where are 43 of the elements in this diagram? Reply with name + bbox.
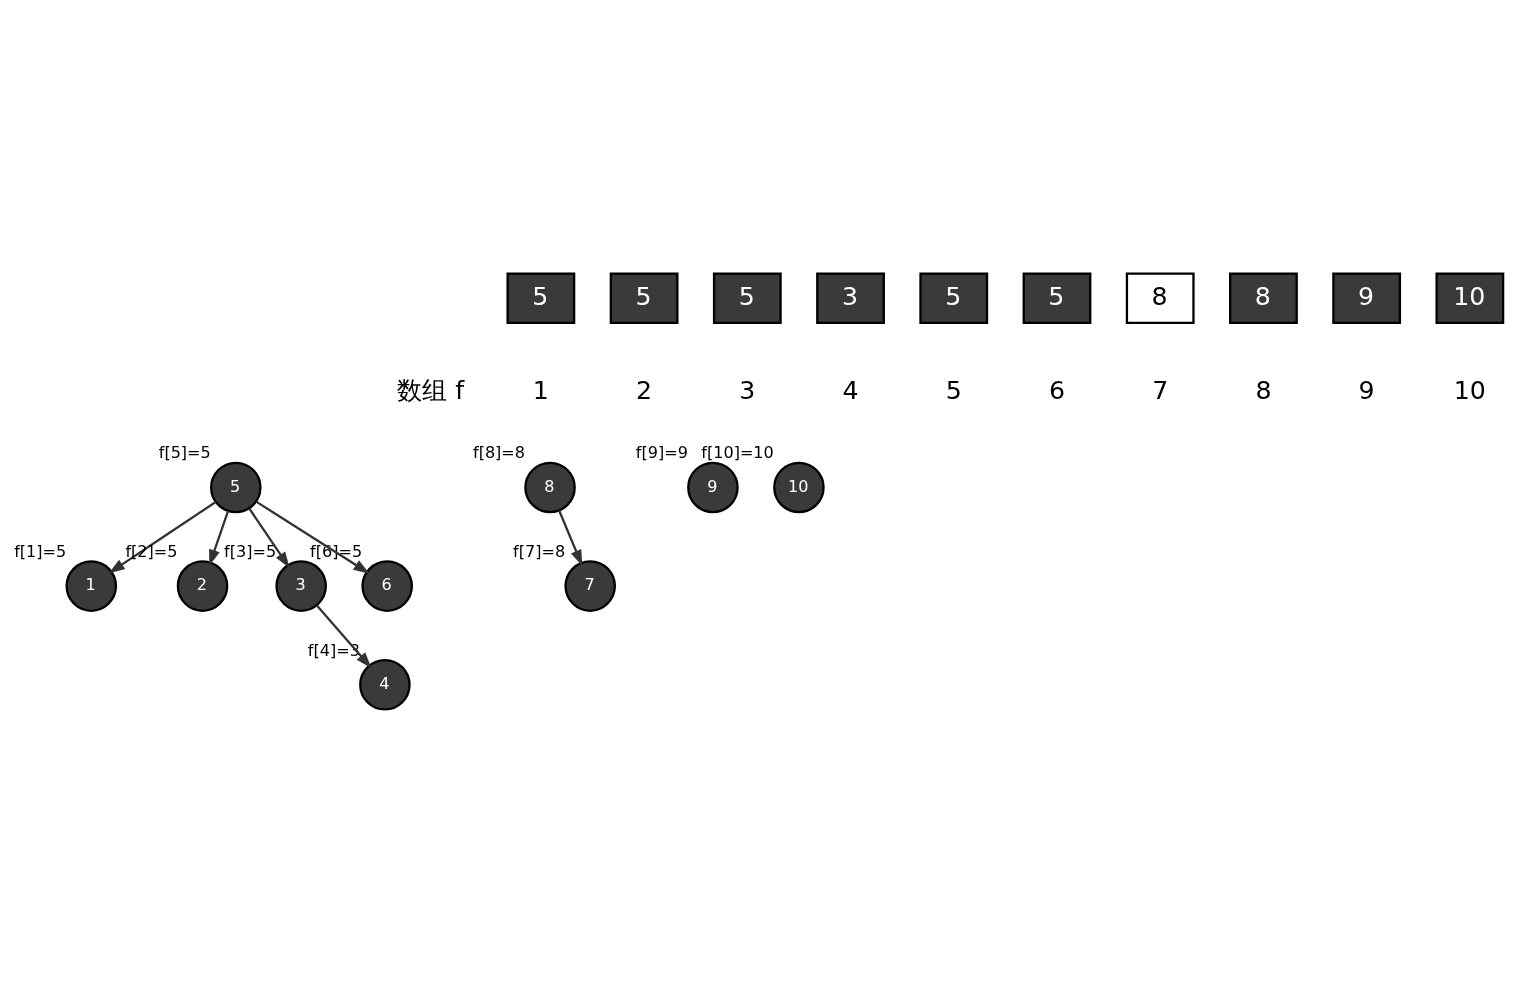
label: 4 (842, 375, 859, 405)
node-label: f[9]=9 (635, 442, 688, 462)
node-box: 8 (1229, 271, 1298, 324)
node-box: 9 (1332, 271, 1402, 324)
label: 7 (1152, 375, 1169, 405)
arrow (558, 509, 583, 566)
node-box: 5 (609, 271, 679, 324)
label: 1 (532, 375, 549, 405)
label: 数组 f (397, 375, 465, 405)
node-circle: 2 (176, 559, 229, 612)
node-box: 3 (816, 271, 885, 324)
node-circle: 8 (524, 461, 576, 513)
node-label: f[8]=8 (472, 442, 526, 462)
node-label: f[7]=8 (513, 541, 566, 561)
node-circle: 4 (359, 658, 411, 711)
node-box: 5 (712, 271, 782, 324)
node-label: f[10]=10 (701, 442, 774, 462)
node-circle: 1 (65, 559, 118, 612)
node-circle: 7 (564, 559, 616, 612)
node-circle: 10 (773, 461, 825, 513)
arrow (108, 500, 217, 573)
node-circle: 6 (361, 559, 413, 612)
node-box: 10 (1435, 271, 1505, 324)
arrow (255, 500, 370, 574)
arrow (248, 507, 290, 568)
node-box: 5 (1022, 271, 1092, 324)
label: 9 (1358, 375, 1375, 405)
node-box: 5 (919, 271, 989, 324)
arrow (209, 510, 230, 566)
node-label: f[1]=5 (14, 541, 67, 561)
node-label: f[5]=5 (158, 442, 211, 462)
node-box: 8 (1125, 271, 1195, 324)
node-circle: 5 (210, 461, 262, 513)
label: 5 (945, 375, 962, 405)
node-circle: 3 (275, 559, 327, 612)
node-box: 5 (506, 271, 576, 324)
label: 2 (636, 375, 653, 405)
label: 6 (1048, 375, 1066, 405)
label: 8 (1255, 375, 1272, 405)
label: 3 (739, 375, 756, 405)
node-label: f[3]=5 (224, 541, 277, 561)
label: 10 (1453, 375, 1486, 405)
node-circle: 9 (687, 461, 739, 513)
